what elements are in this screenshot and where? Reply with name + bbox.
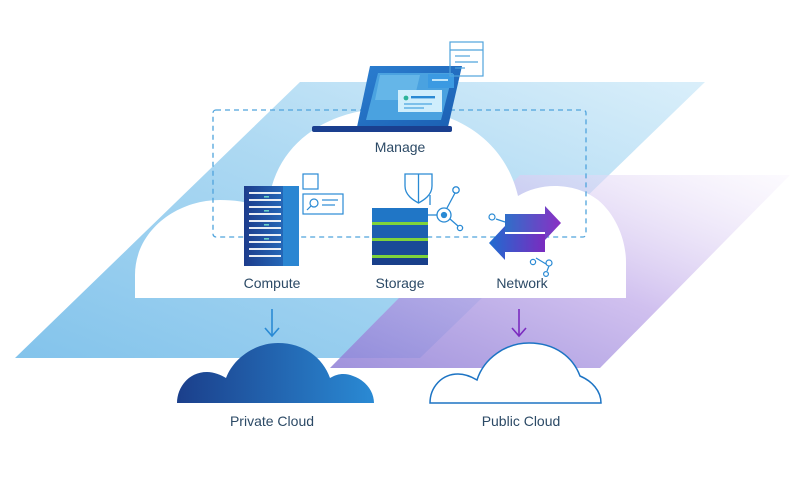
cloud-filled-icon [177,343,374,403]
private-arrow-icon [264,309,280,338]
connection-node-icon [428,186,464,232]
document-icon [449,41,484,77]
exchange-arrows-icon [489,206,561,260]
manage-label: Manage [375,139,426,155]
shield-icon [404,173,433,204]
private-cloud-label: Private Cloud [230,413,314,429]
network-nodes-icon [488,213,553,278]
compute-label: Compute [244,275,301,291]
database-stack-icon [372,208,428,265]
public-arrow-icon [511,309,527,338]
laptop-icon [312,66,462,132]
storage-label: Storage [375,275,424,291]
network-label: Network [496,275,548,291]
public-cloud-label: Public Cloud [482,413,561,429]
search-card-icon [302,173,344,215]
server-rack-icon [244,186,299,266]
cloud-outline-icon [429,342,602,404]
